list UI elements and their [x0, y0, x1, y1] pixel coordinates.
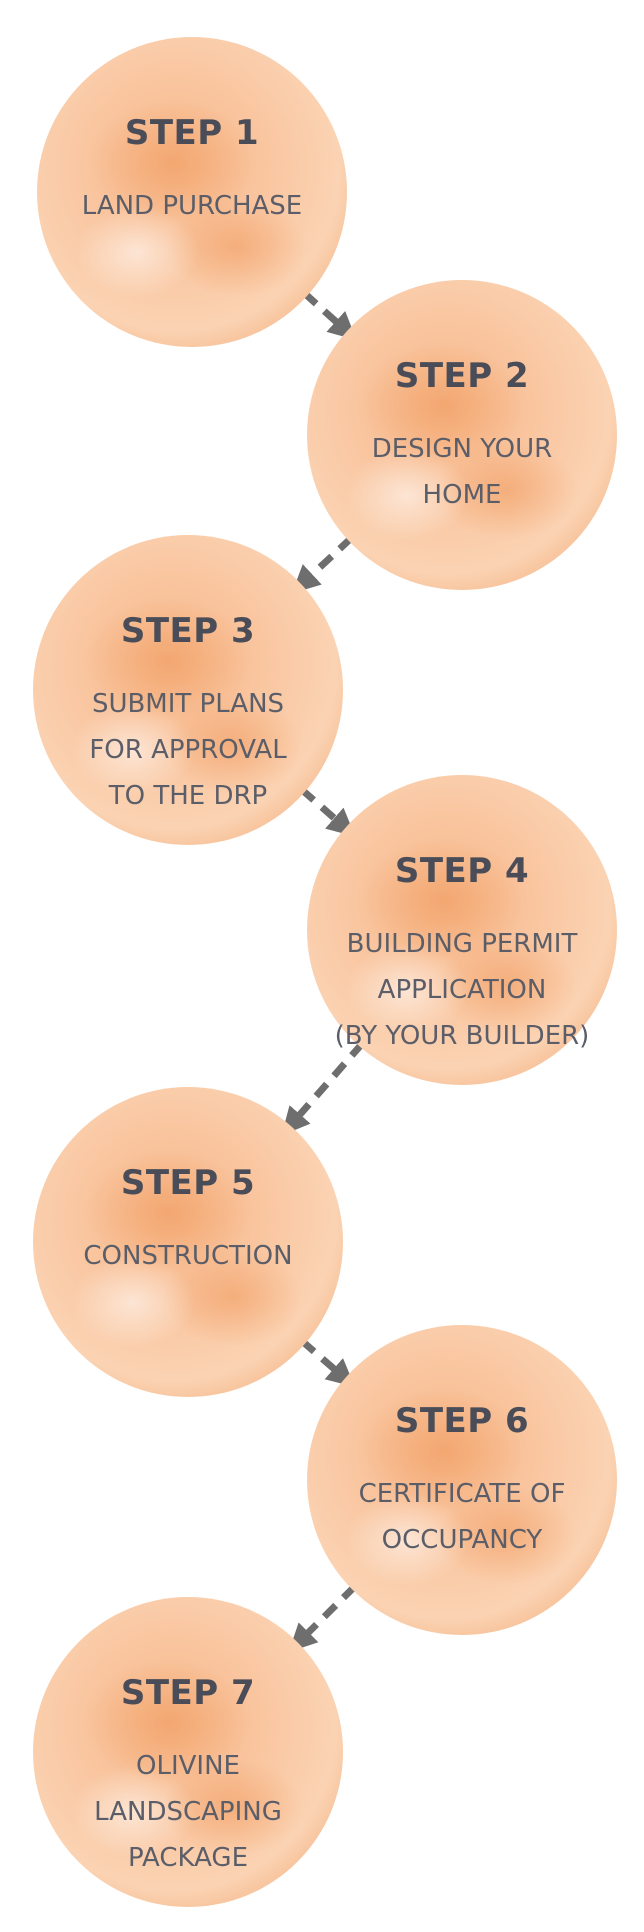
- watercolor-highlight: [71, 1765, 195, 1859]
- step-title: STEP 4: [395, 851, 529, 891]
- watercolor-blot: [82, 598, 254, 722]
- step-title: STEP 5: [121, 1163, 255, 1203]
- watercolor-blot: [437, 440, 577, 540]
- watercolor-blot: [163, 1757, 303, 1857]
- step-circles: STEP 1 LAND PURCHASE STEP 2 DESIGN YOUR HOME…: [33, 37, 617, 1907]
- watercolor-blot: [82, 1150, 254, 1274]
- watercolor-blot: [167, 197, 307, 297]
- connector-arrow-6-to-7: [288, 1583, 358, 1653]
- step-description-line: (BY YOUR BUILDER): [335, 1021, 590, 1051]
- step-description-line: BUILDING PERMIT: [347, 929, 578, 959]
- watercolor-highlight: [345, 1493, 469, 1587]
- step-node-6: STEP 6 CERTIFICATE OF OCCUPANCY: [307, 1325, 617, 1635]
- watercolor-blot: [163, 1247, 303, 1347]
- watercolor-highlight: [71, 703, 195, 797]
- watercolor-blot: [356, 838, 528, 962]
- step-description-line: CERTIFICATE OF: [359, 1479, 566, 1509]
- watercolor-blot: [437, 935, 577, 1035]
- step-title: STEP 1: [125, 113, 259, 153]
- connector-arrow-1-to-2: [301, 290, 357, 341]
- step-description-line: LANDSCAPING: [94, 1797, 282, 1827]
- step-title: STEP 3: [121, 611, 255, 651]
- watercolor-blot: [86, 100, 258, 224]
- connector-arrows: [281, 290, 365, 1653]
- step-node-1: STEP 1 LAND PURCHASE: [37, 37, 347, 347]
- step-node-4: STEP 4 BUILDING PERMIT APPLICATION (BY YOUR…: [307, 775, 617, 1085]
- connector-arrow-2-to-3: [291, 535, 354, 594]
- step-node-7: STEP 7 OLIVINE LANDSCAPING PACKAGE: [33, 1597, 343, 1907]
- step-description-line: DESIGN YOUR: [372, 434, 553, 464]
- watercolor-highlight: [75, 205, 199, 299]
- watercolor-blot: [356, 343, 528, 467]
- watercolor-highlight: [345, 943, 469, 1037]
- connector-arrow-4-to-5: [281, 1041, 365, 1136]
- watercolor-blot: [356, 1388, 528, 1512]
- watercolor-blot: [437, 1485, 577, 1585]
- step-description-line: APPLICATION: [378, 975, 547, 1005]
- step-title: STEP 2: [395, 356, 529, 396]
- step-description-line: CONSTRUCTION: [83, 1241, 292, 1271]
- step-title: STEP 6: [395, 1401, 529, 1441]
- step-title: STEP 7: [121, 1673, 255, 1713]
- step-node-2: STEP 2 DESIGN YOUR HOME: [307, 280, 617, 590]
- step-description-line: FOR APPROVAL: [89, 735, 287, 765]
- step-description-line: HOME: [423, 480, 502, 510]
- step-description-line: OCCUPANCY: [382, 1525, 543, 1555]
- connector-arrow-5-to-6: [299, 1338, 355, 1388]
- watercolor-blot: [82, 1660, 254, 1784]
- connector-arrow-3-to-4: [299, 786, 356, 837]
- step-description-line: OLIVINE: [136, 1751, 240, 1781]
- step-description-line: SUBMIT PLANS: [92, 689, 284, 719]
- watercolor-highlight: [345, 448, 469, 542]
- watercolor-blot: [163, 695, 303, 795]
- step-description-line: LAND PURCHASE: [82, 191, 303, 221]
- step-description-line: TO THE DRP: [108, 781, 268, 811]
- step-description-line: PACKAGE: [128, 1843, 248, 1873]
- watercolor-highlight: [71, 1255, 195, 1349]
- step-node-3: STEP 3 SUBMIT PLANS FOR APPROVAL TO THE DRP: [33, 535, 343, 845]
- step-node-5: STEP 5 CONSTRUCTION: [33, 1087, 343, 1397]
